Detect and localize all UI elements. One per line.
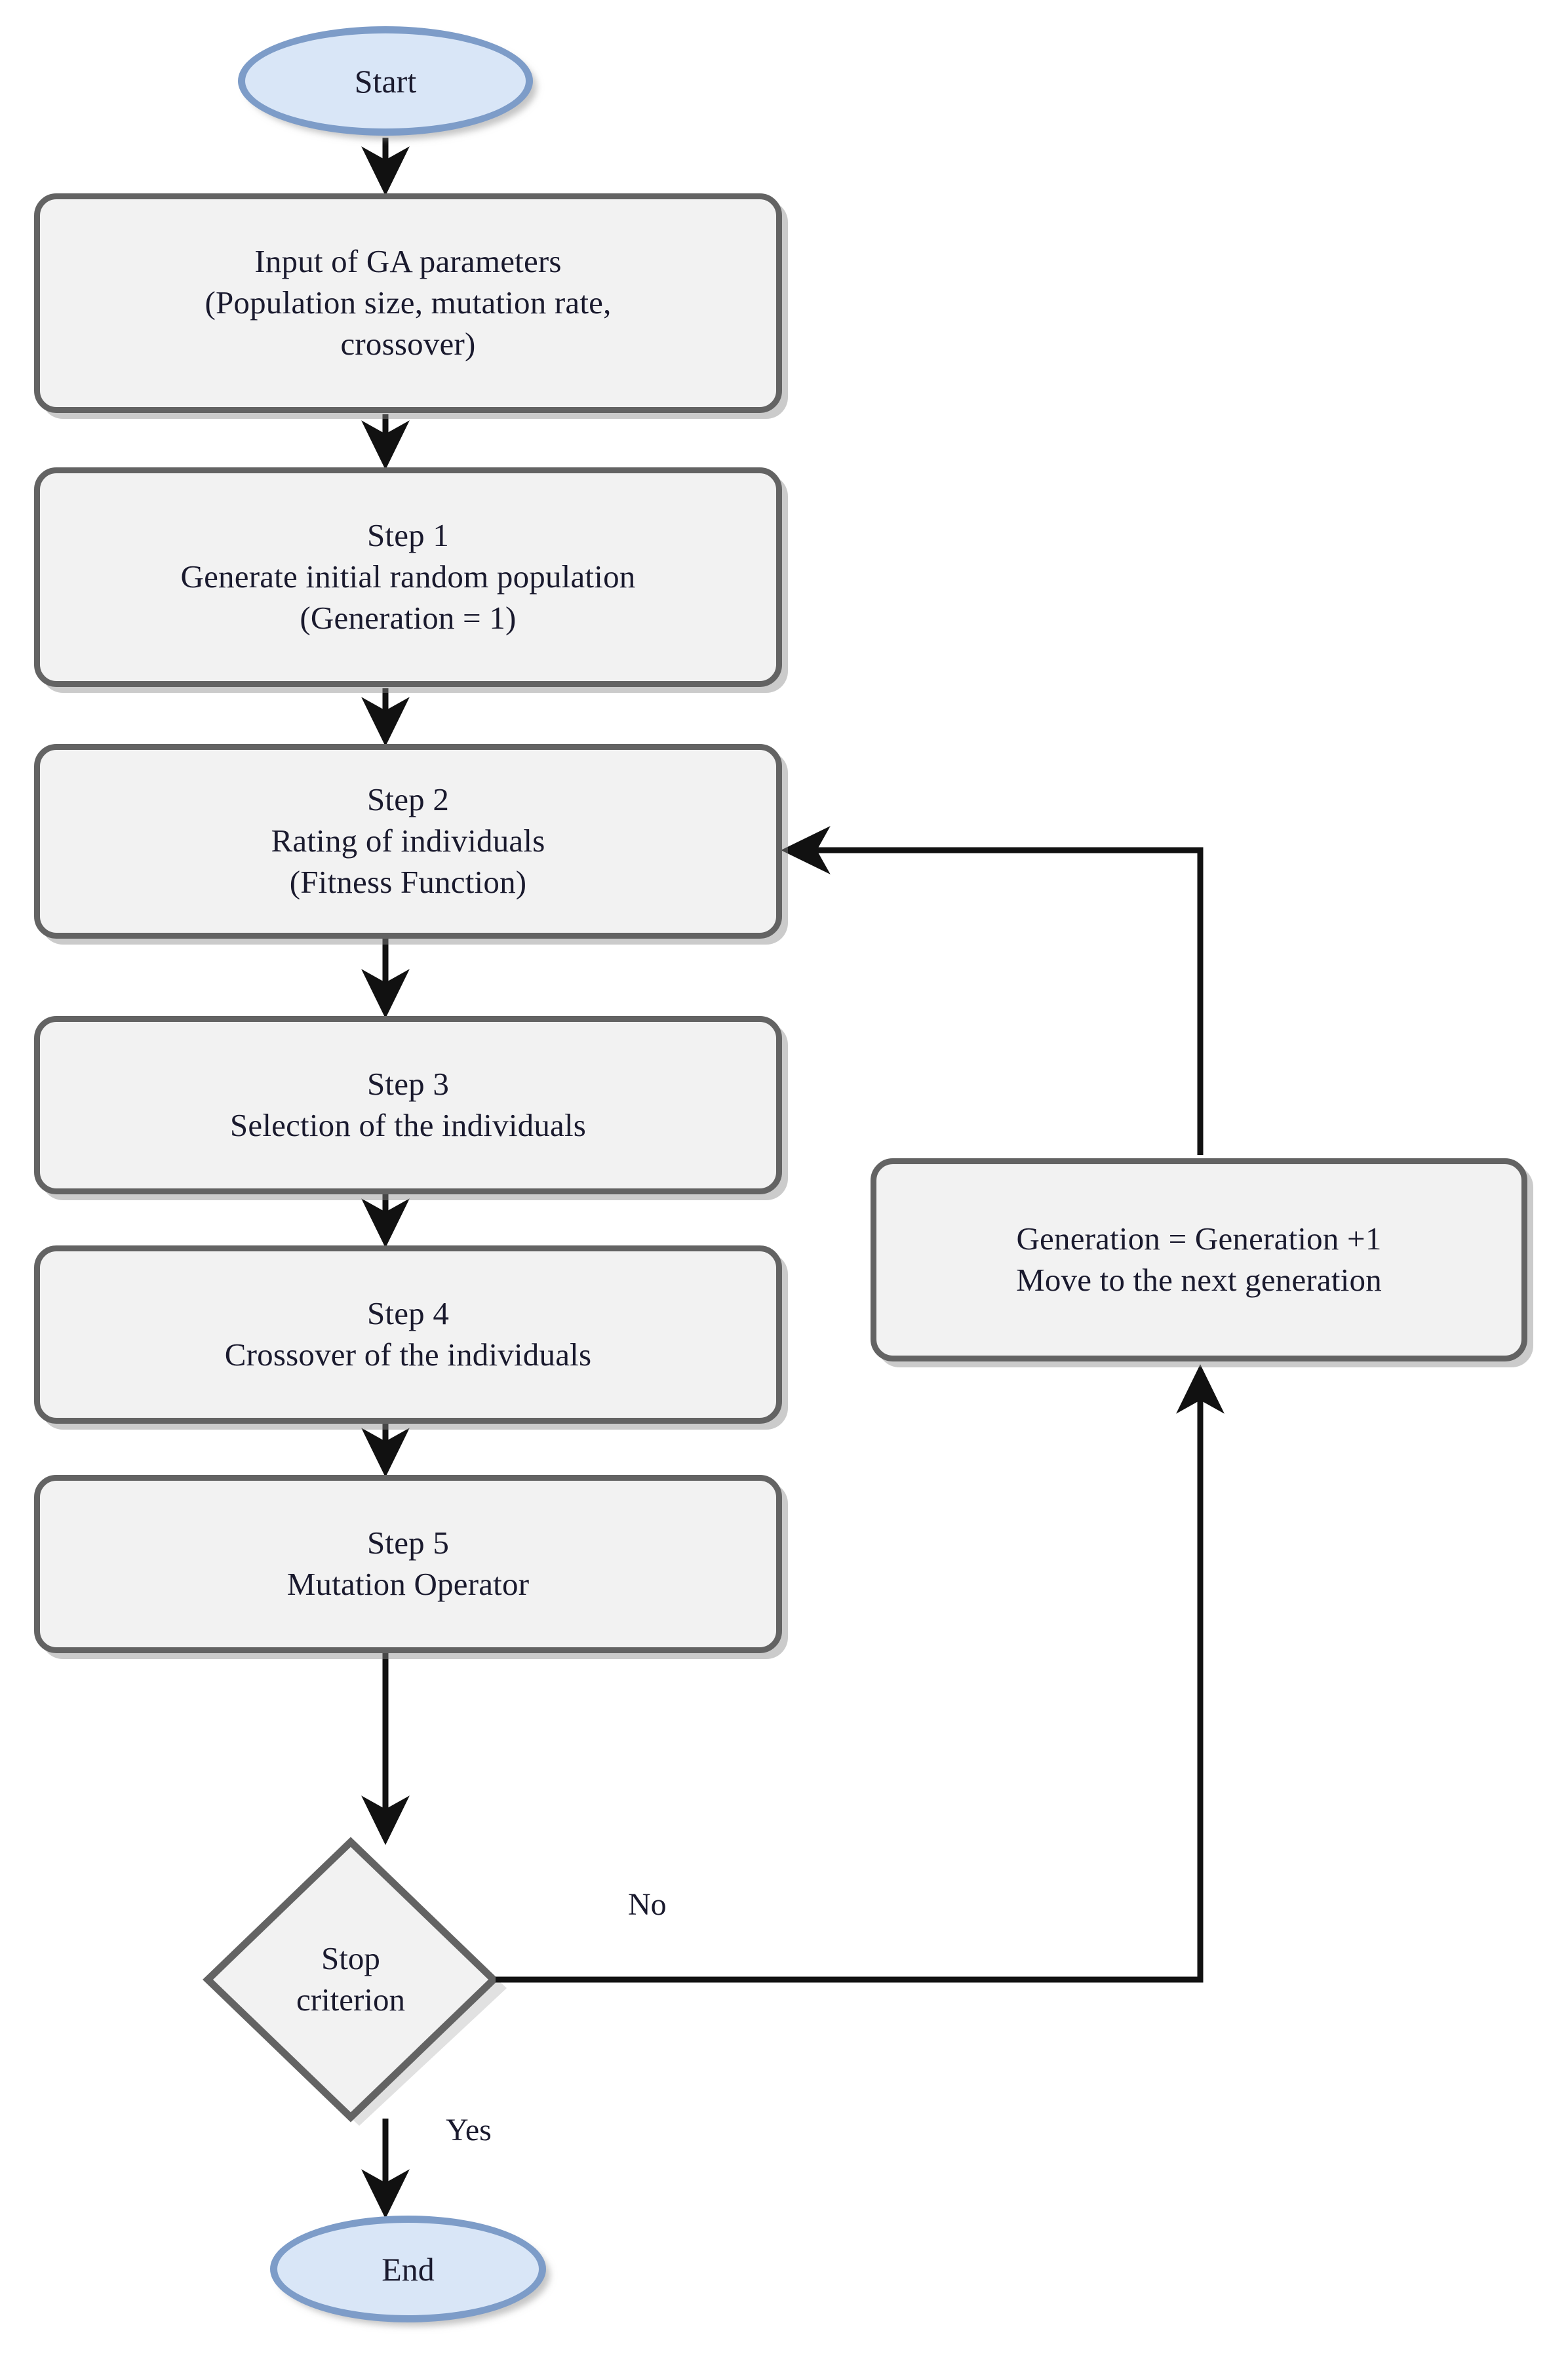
text-line: Selection of the individuals <box>229 1107 587 1143</box>
text-line: Step 4 <box>366 1295 450 1332</box>
node-step4[interactable]: Step 4 Crossover of the individuals <box>34 1245 782 1424</box>
node-next-generation[interactable]: Generation = Generation +1 Move to the n… <box>871 1158 1527 1361</box>
text-line: Step 3 <box>366 1066 450 1103</box>
edge-label-no: No <box>628 1887 667 1922</box>
text-line: Step 1 <box>366 517 450 554</box>
node-step1[interactable]: Step 1 Generate initial random populatio… <box>34 467 782 687</box>
node-step5[interactable]: Step 5 Mutation Operator <box>34 1475 782 1653</box>
node-end[interactable]: End <box>270 2216 546 2322</box>
text-line: crossover) <box>340 325 476 362</box>
text-line: (Generation = 1) <box>300 599 517 636</box>
node-step3[interactable]: Step 3 Selection of the individuals <box>34 1016 782 1194</box>
node-start-label: Start <box>354 62 417 100</box>
node-step5-text: Step 5 Mutation Operator <box>287 1523 529 1605</box>
edge-decision-no-to-next-generation <box>496 1364 1225 1983</box>
edge-label-yes: Yes <box>446 2113 492 2147</box>
text-line: Step 2 <box>366 781 450 818</box>
text-line: Mutation Operator <box>286 1566 530 1602</box>
node-step4-text: Step 4 Crossover of the individuals <box>225 1293 592 1375</box>
text-line: Generate initial random population <box>180 558 636 595</box>
text-line: Input of GA parameters <box>254 243 562 280</box>
node-input-params-text: Input of GA parameters (Population size,… <box>205 241 611 364</box>
node-input-params[interactable]: Input of GA parameters (Population size,… <box>34 193 782 413</box>
text-line: Rating of individuals <box>271 823 545 859</box>
node-start[interactable]: Start <box>238 26 533 136</box>
node-step1-text: Step 1 Generate initial random populatio… <box>181 515 636 638</box>
node-end-label: End <box>382 2250 435 2288</box>
edge-next-generation-to-step2 <box>781 826 1204 1155</box>
text-line: Move to the next generation <box>1016 1262 1382 1298</box>
text-line: Step 5 <box>366 1525 450 1561</box>
decision-stop-criterion <box>203 1837 499 2122</box>
node-step2-text: Step 2 Rating of individuals (Fitness Fu… <box>271 779 545 903</box>
node-next-generation-text: Generation = Generation +1 Move to the n… <box>1016 1219 1382 1301</box>
text-line: Crossover of the individuals <box>224 1337 592 1373</box>
text-line: (Population size, mutation rate, <box>205 284 612 321</box>
text-line: (Fitness Function) <box>289 863 527 900</box>
node-step2[interactable]: Step 2 Rating of individuals (Fitness Fu… <box>34 744 782 939</box>
text-line: Generation = Generation +1 <box>1016 1221 1382 1257</box>
node-step3-text: Step 3 Selection of the individuals <box>230 1064 586 1146</box>
